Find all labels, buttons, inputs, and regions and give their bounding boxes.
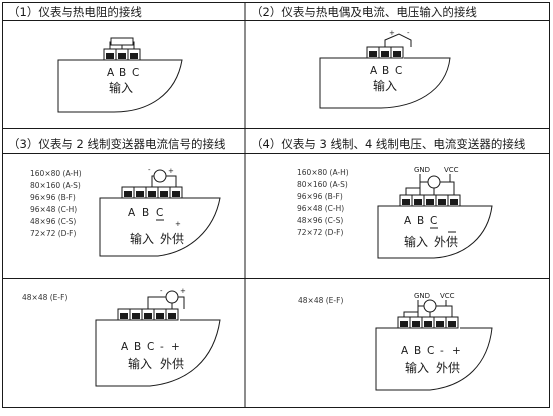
input-label: 输入	[109, 80, 133, 95]
transmitter-icon	[165, 290, 179, 304]
size-item: 72×72 (D-F)	[30, 229, 76, 238]
supply-label: 外供	[436, 361, 460, 375]
terminal-label-b: B	[382, 65, 389, 77]
input-label: 输入	[130, 231, 154, 246]
meter-outline	[95, 319, 118, 328]
caption-1: （1）仪表与热电阻的接线	[8, 5, 142, 19]
size-list: 160×80 (A-H) 80×160 (A-S) 96×96 (B-F) 96…	[30, 169, 82, 238]
transmitter-icon	[153, 169, 167, 183]
caption-2: （2）仪表与热电偶及电流、电压输入的接线	[251, 5, 477, 19]
terminal-block	[399, 194, 461, 207]
meter-outline	[319, 57, 368, 66]
size-item: 80×160 (A-S)	[297, 180, 348, 189]
input-label: 输入	[373, 78, 397, 93]
terminal-label-b: B	[119, 67, 126, 79]
terminal-label-a: A	[370, 65, 378, 77]
transmitter-icon	[423, 299, 437, 313]
supply-label: 外供	[160, 357, 184, 371]
input-label: 输入	[128, 356, 152, 371]
terminal-label-b: B	[417, 215, 424, 227]
table-grid	[2, 2, 550, 408]
terminal-label-plus: +	[452, 345, 461, 357]
gnd-label: GND	[414, 166, 430, 174]
size-list: 160×80 (A-H) 80×160 (A-S) 96×96 (B-F) 96…	[297, 168, 349, 237]
terminal-label-a: A	[128, 207, 136, 219]
polarity-plus: +	[168, 167, 174, 175]
polarity-minus: -	[160, 287, 163, 295]
panel-rtd: A B C 输入	[57, 37, 183, 113]
size-item: 48×48 (E-F)	[298, 296, 343, 305]
terminal-label-c: C	[147, 341, 154, 353]
terminal-label-b: B	[142, 207, 149, 219]
polarity-plus: +	[175, 220, 181, 228]
terminal-block	[117, 308, 179, 321]
size-item: 96×48 (C-H)	[297, 204, 344, 213]
rtd-resistor-icon	[110, 37, 134, 46]
size-item: 48×96 (C-S)	[30, 217, 76, 226]
terminal-block	[121, 186, 183, 199]
gnd-label: GND	[414, 292, 430, 300]
size-item: 96×96 (B-F)	[297, 192, 343, 201]
terminal-label-plus: +	[171, 341, 180, 353]
terminal-label-c: C	[395, 65, 402, 77]
transmitter-icon	[427, 175, 441, 189]
size-item: 96×96 (B-F)	[30, 193, 76, 202]
size-item: 48×96 (C-S)	[297, 216, 343, 225]
caption-3: （3）仪表与 2 线制变送器电流信号的接线	[8, 137, 226, 151]
terminal-label-a: A	[404, 215, 412, 227]
size-item: 72×72 (D-F)	[297, 228, 343, 237]
size-item: 48×48 (E-F)	[22, 293, 67, 302]
supply-label: 外供	[434, 235, 458, 249]
meter-outline	[375, 327, 398, 336]
vcc-label: VCC	[440, 292, 455, 300]
polarity-plus: +	[180, 287, 186, 295]
input-label: 输入	[405, 360, 429, 375]
terminal-label-minus: -	[440, 345, 444, 357]
terminal-label-c: C	[132, 67, 139, 79]
thermocouple-icon	[384, 33, 412, 47]
polarity-minus: -	[148, 166, 151, 174]
terminal-label-b: B	[414, 345, 421, 357]
supply-label: 外供	[160, 232, 184, 246]
meter-outline	[377, 205, 400, 216]
panel-48-2wire: 48×48 (E-F) - + A B C - + 输入 外供	[22, 287, 221, 387]
polarity-plus: +	[389, 29, 395, 37]
size-item: 96×48 (C-H)	[30, 205, 77, 214]
caption-4: （4）仪表与 3 线制、4 线制电压、电流变送器的接线	[251, 137, 526, 151]
panel-thermocouple: + - A B C 输入	[319, 29, 451, 109]
terminal-block	[397, 316, 459, 329]
vcc-label: VCC	[444, 166, 459, 174]
size-item: 160×80 (A-H)	[30, 169, 82, 178]
terminal-label-a: A	[107, 67, 115, 79]
terminal-label-a: A	[401, 345, 409, 357]
terminal-block	[366, 46, 404, 59]
meter-outline	[57, 59, 105, 70]
panel-3-4wire: 160×80 (A-H) 80×160 (A-S) 96×96 (B-F) 96…	[297, 166, 493, 259]
terminal-label-c: C	[427, 345, 434, 357]
size-item: 160×80 (A-H)	[297, 168, 349, 177]
panel-48-3-4wire: 48×48 (E-F) GND VCC A B C - + 输入 外供	[298, 292, 493, 391]
terminal-label-c: C	[430, 215, 437, 227]
input-label: 输入	[404, 234, 428, 249]
terminal-label-c: C	[156, 207, 163, 219]
terminal-block	[103, 48, 141, 61]
terminal-label-b: B	[134, 341, 141, 353]
meter-outline	[99, 197, 122, 206]
polarity-minus: -	[407, 29, 410, 37]
terminal-label-a: A	[121, 341, 129, 353]
panel-2wire: 160×80 (A-H) 80×160 (A-S) 96×96 (B-F) 96…	[30, 166, 221, 257]
terminal-label-minus: -	[160, 341, 164, 353]
size-item: 80×160 (A-S)	[30, 181, 81, 190]
